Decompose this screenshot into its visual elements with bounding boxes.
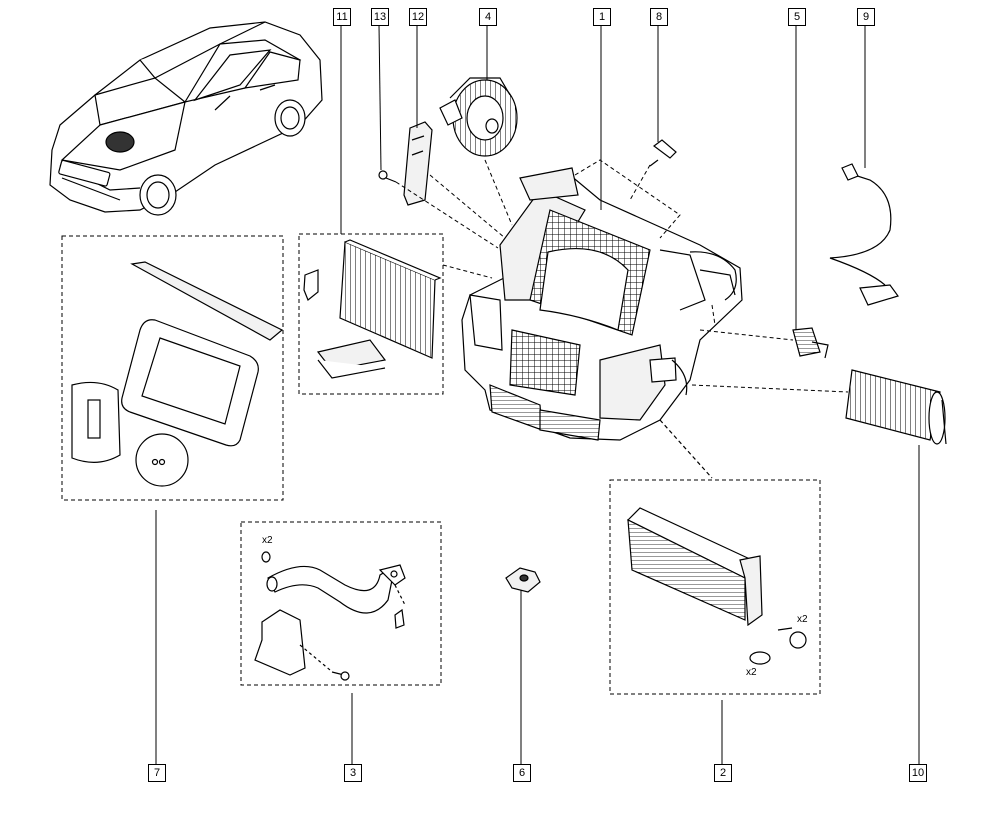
callout-11: 11	[333, 8, 351, 26]
callout-6: 6	[513, 764, 531, 782]
group-11-cabin-filter	[298, 233, 444, 395]
qty-label-oring: x2	[262, 535, 273, 546]
group-2-heater-matrix	[609, 419, 821, 695]
callout-7: 7	[148, 764, 166, 782]
callout-9: 9	[857, 8, 875, 26]
part-8-clip	[649, 139, 677, 167]
group-7-seals	[61, 235, 284, 501]
callout-2: 2	[714, 764, 732, 782]
explode-guide-lines	[395, 159, 849, 393]
part-6-clip	[505, 567, 541, 593]
part-10-element	[845, 369, 947, 445]
part-12-filter-cover	[403, 121, 433, 206]
part-4-blower-fan	[439, 77, 518, 157]
callout-13: 13	[371, 8, 389, 26]
part-9-wiring-harness	[829, 163, 899, 306]
leader-lines	[155, 24, 920, 765]
callout-8: 8	[650, 8, 668, 26]
callout-3: 3	[344, 764, 362, 782]
part-13-screw	[378, 170, 397, 183]
callout-12: 12	[409, 8, 427, 26]
qty-label-screw: x2	[797, 614, 808, 625]
callout-5: 5	[788, 8, 806, 26]
qty-label-seal: x2	[746, 667, 757, 678]
callout-10: 10	[909, 764, 927, 782]
callout-4: 4	[479, 8, 497, 26]
vehicle-locator-illustration	[49, 21, 323, 216]
group-3-pipe-kit	[240, 521, 442, 686]
part-5-resistor	[792, 327, 829, 359]
heater-housing-assembly	[461, 167, 743, 441]
callout-1: 1	[593, 8, 611, 26]
